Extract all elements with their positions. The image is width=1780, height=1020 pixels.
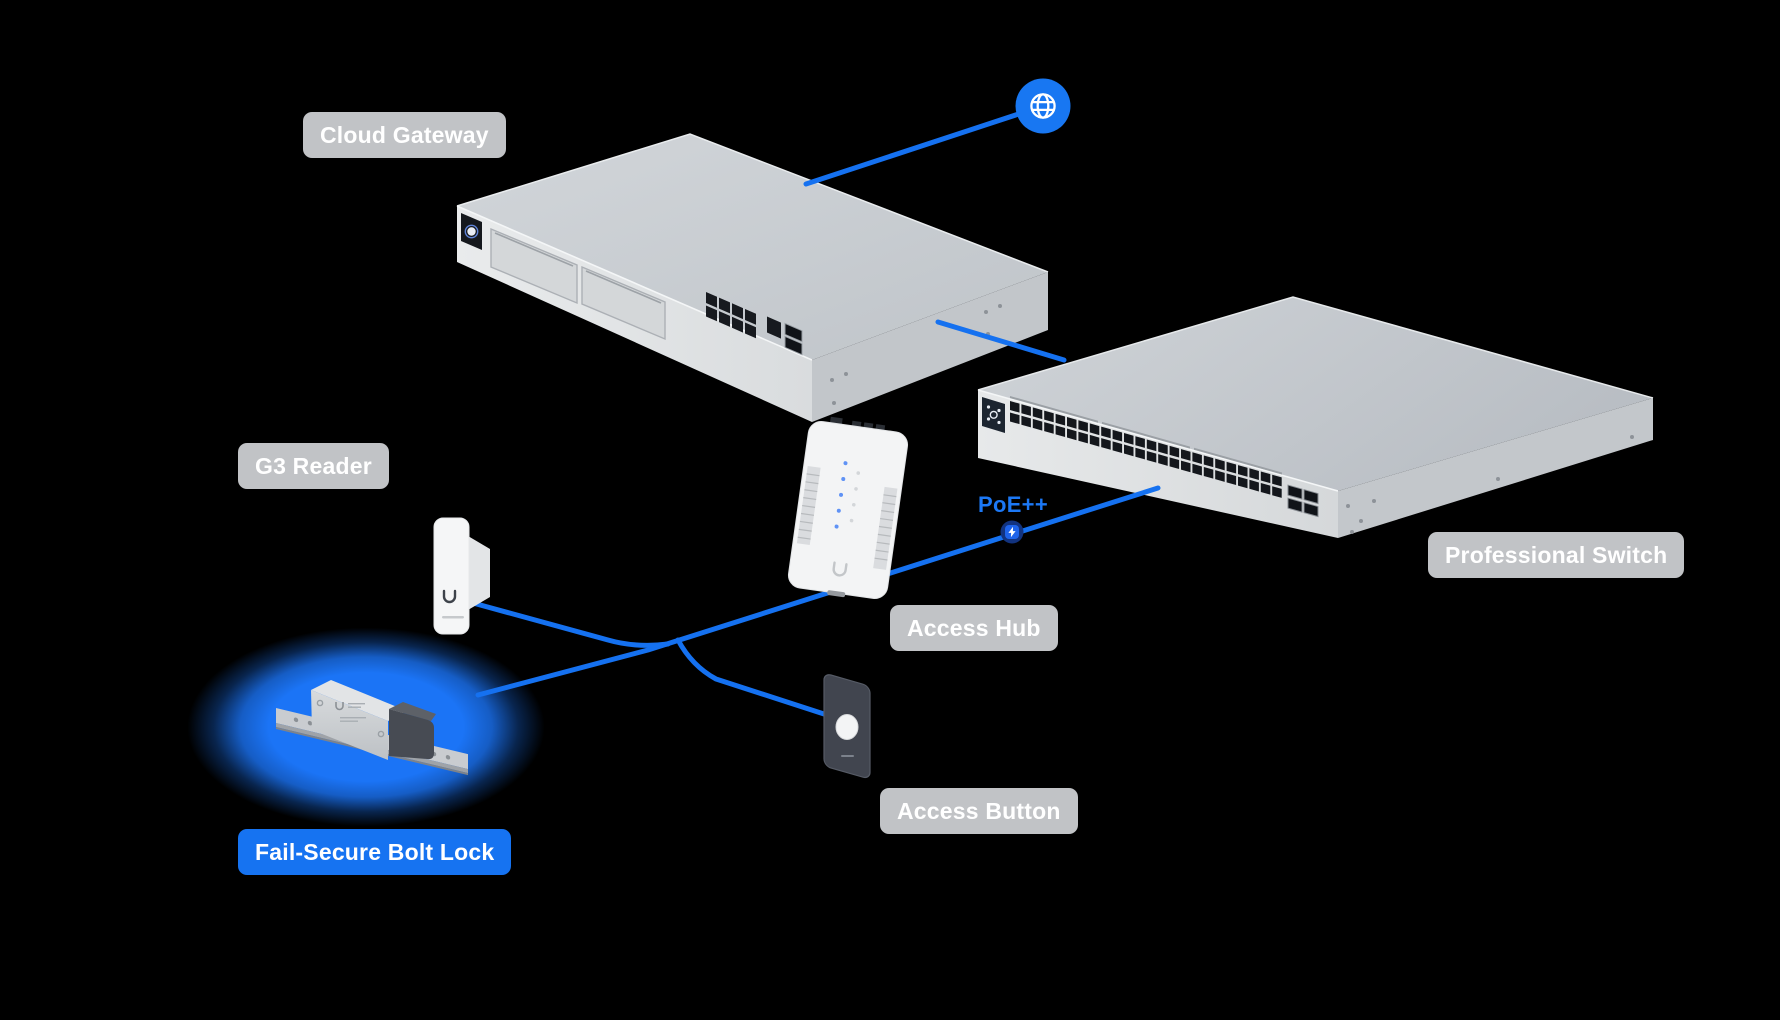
line-lock-hub-switch xyxy=(475,485,1161,698)
access-hub-device[interactable] xyxy=(786,414,910,603)
cloud-gateway-label[interactable]: Cloud Gateway xyxy=(303,112,506,158)
access-button-device[interactable] xyxy=(823,673,871,779)
g3-reader-label[interactable]: G3 Reader xyxy=(238,443,389,489)
line-reader-junction xyxy=(470,600,671,648)
connection-lines xyxy=(470,103,1161,717)
bolt-lock-device[interactable] xyxy=(276,680,468,776)
professional-switch-device[interactable] xyxy=(977,296,1654,538)
g3-reader-device[interactable] xyxy=(433,517,490,635)
line-gateway-switch xyxy=(935,319,1067,363)
cloud-gateway-device[interactable] xyxy=(456,133,1049,422)
poe-badge xyxy=(1000,520,1024,544)
line-junction-button xyxy=(675,637,827,717)
access-hub-label[interactable]: Access Hub xyxy=(890,605,1058,651)
poe-plus-plus-label: PoE++ xyxy=(978,492,1048,517)
professional-switch-label[interactable]: Professional Switch xyxy=(1428,532,1685,578)
globe-icon xyxy=(1015,78,1071,134)
line-gateway-internet xyxy=(803,103,1046,187)
lightning-bolt-icon xyxy=(1008,526,1016,538)
access-button-label[interactable]: Access Button xyxy=(880,788,1078,834)
fail-secure-bolt-lock-label[interactable]: Fail-Secure Bolt Lock xyxy=(238,829,512,875)
